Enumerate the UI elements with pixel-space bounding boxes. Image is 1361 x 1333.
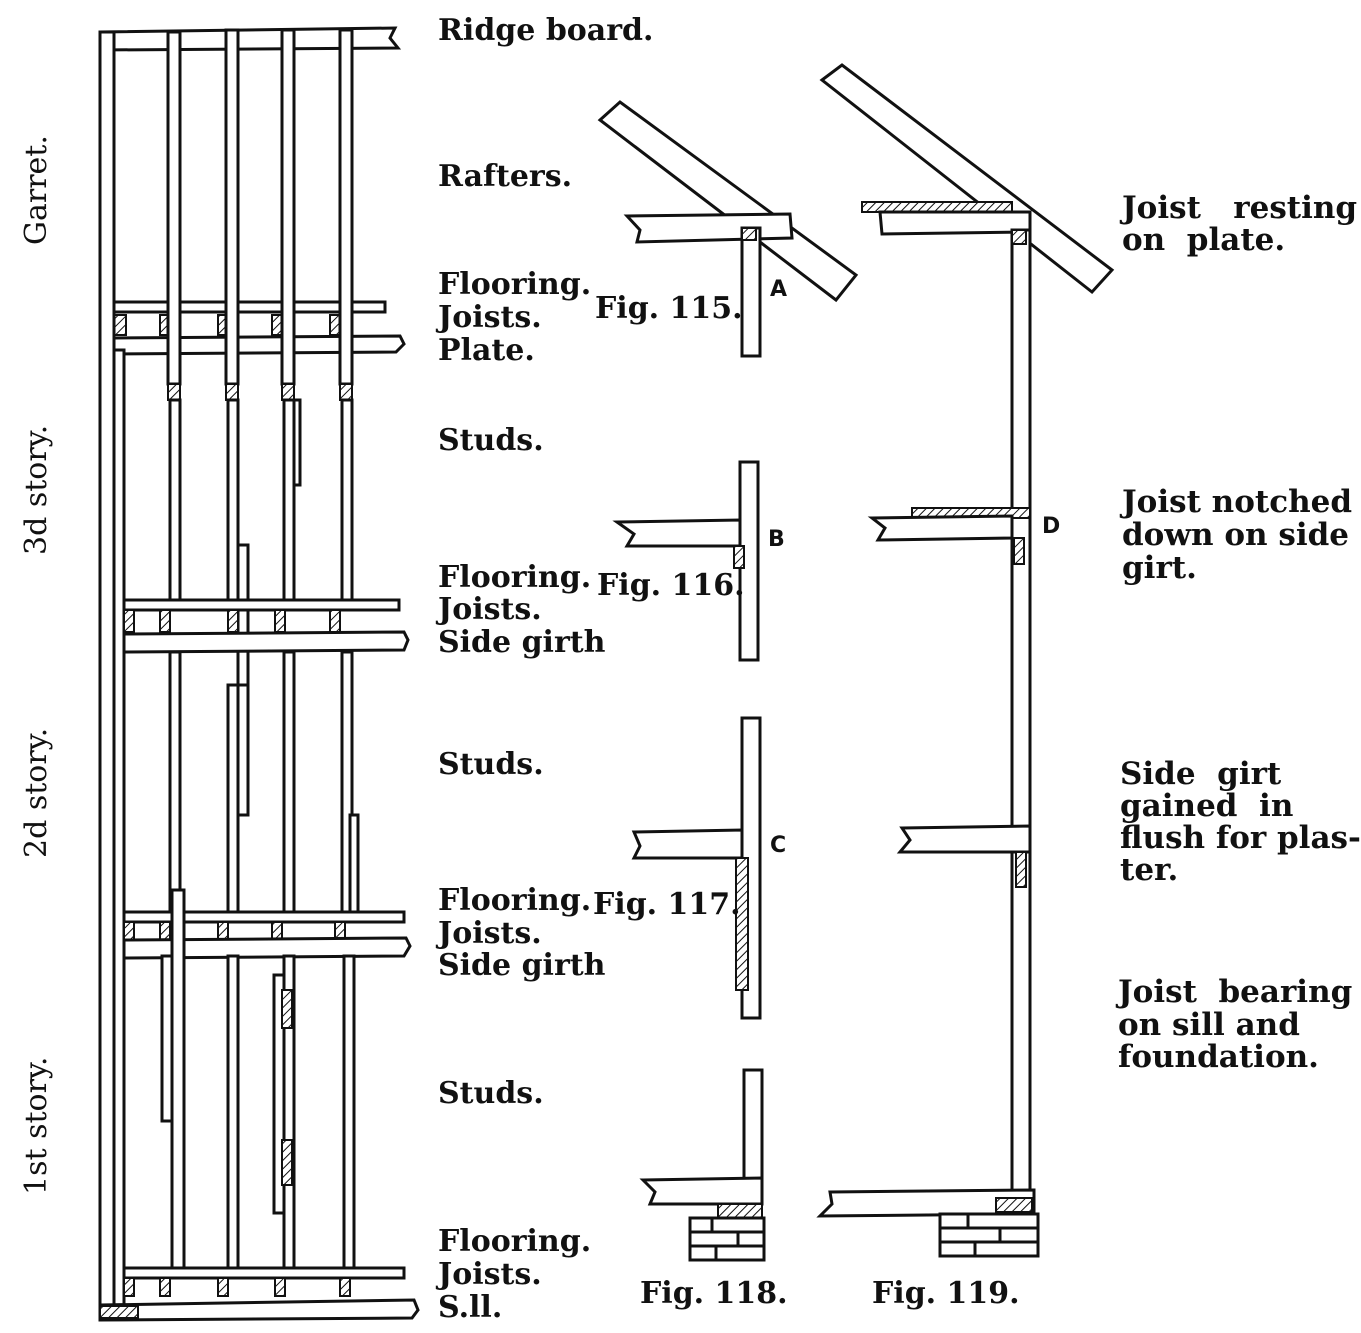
plate-hatches xyxy=(99,383,353,401)
second-story-studs xyxy=(168,650,360,917)
story-label-first: 1st story. xyxy=(19,1057,54,1195)
label-joists-2: Joists. xyxy=(435,916,542,951)
figure-captions: Fig. 115. Fig. 116. Fig. 117. Fig. 118. … xyxy=(593,291,1020,1311)
detail-letters: A B C D xyxy=(768,277,1060,858)
label-plate: Plate. xyxy=(438,333,535,368)
note-3-line-3: flush for plas- xyxy=(1120,820,1361,856)
label-side-girth-2: Side girth xyxy=(438,948,606,983)
note-1-line-1: Joist resting xyxy=(1119,190,1357,226)
third-side-girth xyxy=(122,630,410,654)
label-joists-3: Joists. xyxy=(435,592,542,627)
corner-post xyxy=(98,30,116,1309)
label-studs-3: Studs. xyxy=(438,423,544,458)
fig-118-detail xyxy=(639,1068,766,1262)
label-studs-2: Studs. xyxy=(438,747,544,782)
fig-115-detail xyxy=(597,100,859,358)
fig-119-foundation xyxy=(938,1212,1040,1258)
note-4-line-2: on sill and xyxy=(1118,1007,1300,1043)
fig-119-detail xyxy=(816,63,1115,1258)
third-joist-blocks xyxy=(123,609,341,633)
sill xyxy=(98,1298,420,1322)
label-joists-1: Joists. xyxy=(435,1257,542,1292)
label-rafters: Rafters. xyxy=(438,159,572,194)
second-side-girth xyxy=(122,936,412,960)
caption-fig-116: Fig. 116. xyxy=(597,568,745,603)
note-1-line-2: on plate. xyxy=(1122,222,1285,258)
note-4-line-1: Joist bearing xyxy=(1115,974,1352,1010)
label-flooring-1: Flooring. xyxy=(438,1224,591,1259)
frame-labels: Ridge board. Rafters. Flooring. Joists. … xyxy=(435,13,653,1325)
story-label-second: 2d story. xyxy=(19,728,54,858)
first-story-studs xyxy=(160,888,356,1274)
label-studs-1: Studs. xyxy=(438,1076,544,1111)
note-2-line-3: girt. xyxy=(1122,550,1197,586)
frame-elevation xyxy=(98,26,420,1322)
detail-letter-c: C xyxy=(770,833,786,858)
story-label-garret: Garret. xyxy=(19,135,54,245)
detail-letter-b: B xyxy=(768,527,785,552)
detail-letter-a: A xyxy=(770,277,787,302)
caption-fig-118: Fig. 118. xyxy=(640,1276,788,1311)
label-flooring-top: Flooring. xyxy=(438,267,591,302)
second-flooring xyxy=(122,910,406,924)
note-3-line-4: ter. xyxy=(1120,852,1178,888)
note-2-line-1: Joist notched xyxy=(1119,484,1352,520)
label-flooring-3: Flooring. xyxy=(438,560,591,595)
caption-fig-119: Fig. 119. xyxy=(872,1276,1020,1311)
fig-116-detail xyxy=(612,460,760,662)
detail-letter-d: D xyxy=(1042,514,1060,539)
fig-118-foundation xyxy=(688,1216,766,1262)
caption-fig-115: Fig. 115. xyxy=(595,291,743,326)
plate xyxy=(111,334,406,356)
first-flooring xyxy=(122,1266,406,1280)
note-3-line-2: gained in xyxy=(1120,788,1293,824)
third-flooring xyxy=(122,598,401,612)
label-joists-top: Joists. xyxy=(435,300,542,335)
rafters xyxy=(166,28,354,386)
note-3-line-1: Side girt xyxy=(1120,756,1282,792)
fig-117-detail xyxy=(631,716,762,1020)
label-side-girth-3: Side girth xyxy=(438,625,606,660)
notes: Joist resting on plate. Joist notched do… xyxy=(1115,190,1361,1075)
corner-post-inner xyxy=(112,348,126,1307)
note-4-line-3: foundation. xyxy=(1118,1039,1319,1075)
label-flooring-2: Flooring. xyxy=(438,883,591,918)
label-sill: S.ll. xyxy=(438,1290,502,1325)
story-labels: Garret. 3d story. 2d story. 1st story. xyxy=(19,135,54,1195)
story-label-third: 3d story. xyxy=(19,425,54,555)
first-joist-blocks xyxy=(123,1277,351,1297)
note-2-line-2: down on side xyxy=(1122,517,1349,553)
caption-fig-117: Fig. 117. xyxy=(593,887,741,922)
label-ridge-board: Ridge board. xyxy=(438,13,653,48)
top-joist-blocks xyxy=(113,314,341,336)
